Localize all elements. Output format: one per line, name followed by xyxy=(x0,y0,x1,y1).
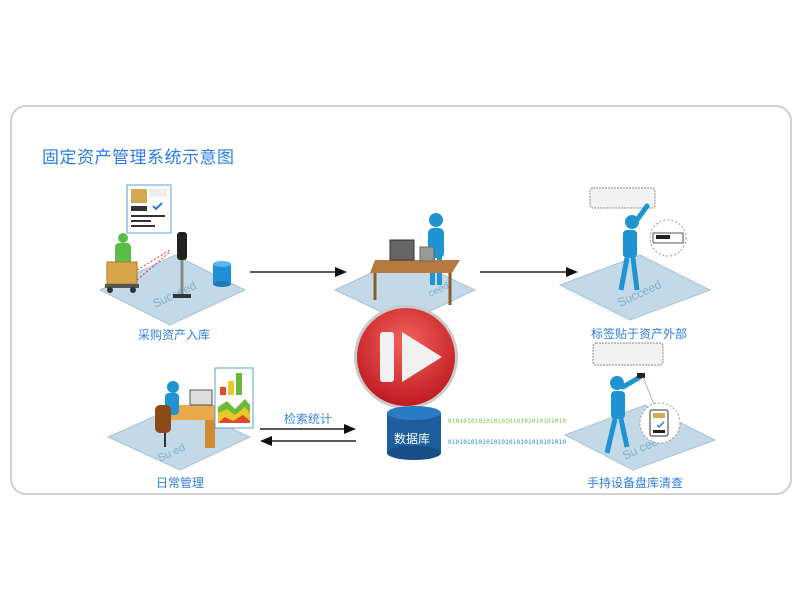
stage-label-purchase: 采购资产入库 xyxy=(138,328,211,342)
query-stats-label: 检索统计 xyxy=(284,412,333,426)
document-card-icon xyxy=(126,184,172,234)
worker-with-cart-icon xyxy=(105,233,171,293)
pause-play-icon xyxy=(380,332,442,382)
air-conditioner-icon xyxy=(589,187,656,209)
binary-stream-green: 0101010101010101010101010101010 xyxy=(448,418,567,425)
stage-inventory: Su ceed xyxy=(563,342,717,471)
person-scanning-icon xyxy=(604,373,656,454)
play-pause-button[interactable] xyxy=(350,302,462,412)
office-worker-icon xyxy=(155,381,225,448)
stage-tagging: Succeed xyxy=(558,187,712,321)
person-icon xyxy=(618,203,650,291)
air-conditioner-icon xyxy=(592,342,664,366)
stage-daily: Su ed xyxy=(106,367,254,471)
barcode-label-icon xyxy=(649,219,687,257)
rfid-reader-icon xyxy=(173,232,191,298)
stage-label-daily: 日常管理 xyxy=(156,476,205,490)
arrow-labeling-to-tagging xyxy=(480,267,578,277)
stage-labeling: ceed xyxy=(333,213,477,324)
binary-stream-blue: 0101010101010101010101010101010 xyxy=(448,439,567,446)
database-cylinder-icon xyxy=(213,261,231,287)
desk-printer-icon xyxy=(370,239,460,305)
diagram-title: 固定资产管理系统示意图 xyxy=(42,148,235,168)
database-icon xyxy=(387,406,441,460)
stage-label-inventory: 手持设备盘库清查 xyxy=(587,476,684,490)
platform: Su ceed xyxy=(563,404,717,471)
handheld-device-icon xyxy=(639,402,681,444)
arrow-purchase-to-labeling xyxy=(250,267,347,277)
arrow-from-database xyxy=(260,436,356,446)
arrow-to-database xyxy=(260,424,356,434)
stage-purchase: Succeed xyxy=(98,184,247,326)
laptop-icon xyxy=(419,246,435,262)
chart-card-icon xyxy=(214,367,254,429)
database-label: 数据库 xyxy=(394,432,431,446)
stage-label-tagging: 标签贴于资产外部 xyxy=(591,327,688,341)
